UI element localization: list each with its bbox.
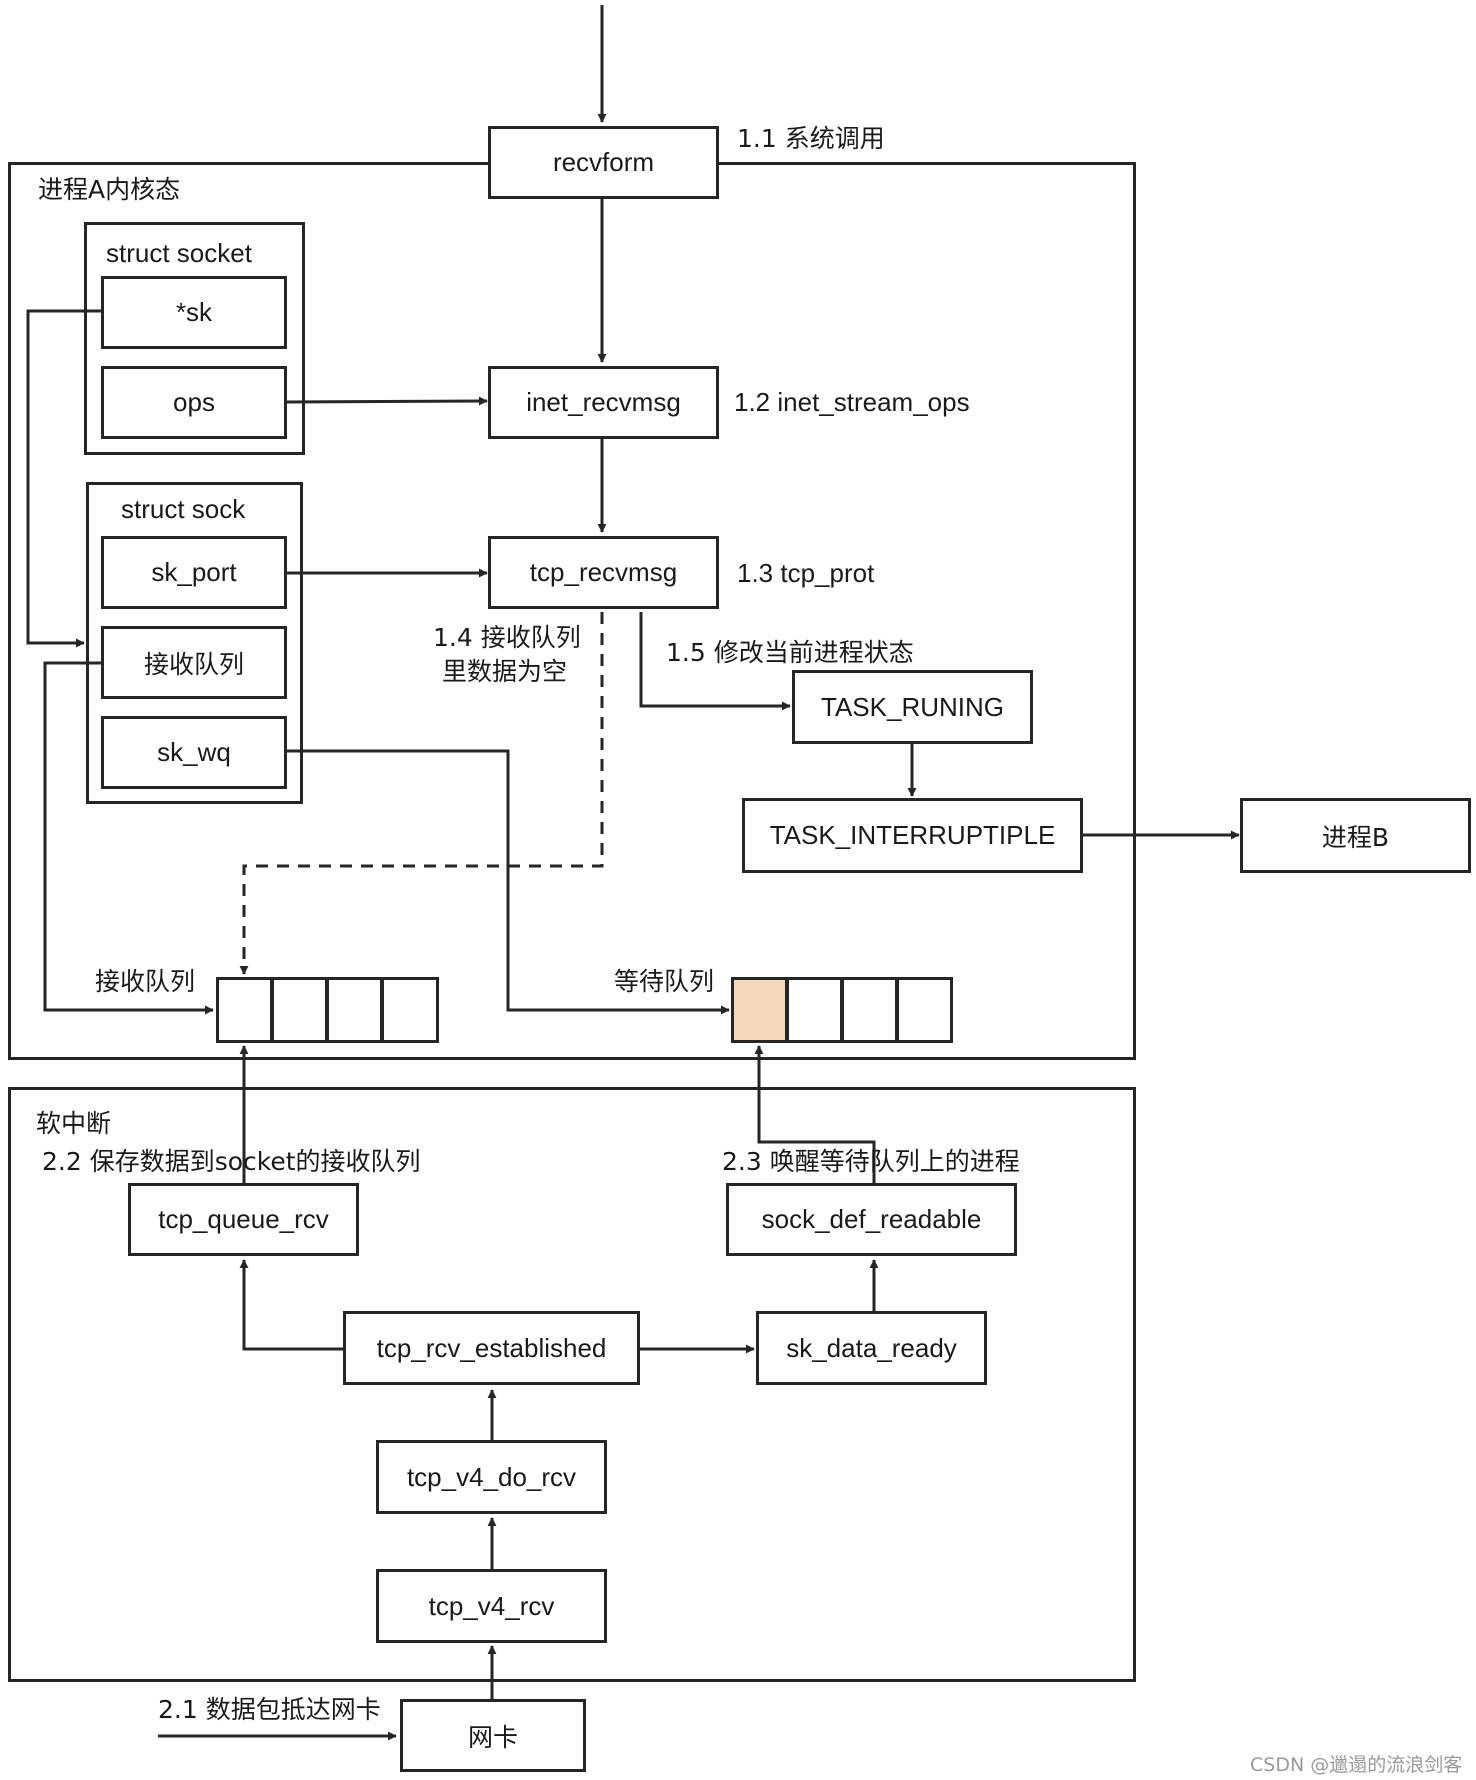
recv-queue-cell xyxy=(271,977,328,1043)
label-1-1-syscall: 1.1 系统调用 xyxy=(737,124,885,153)
arrow-sk-to-queue-field xyxy=(26,309,102,648)
arrow-readable-to-waitqueue xyxy=(754,1045,876,1185)
recv-queue-cell xyxy=(381,977,439,1043)
recv-queue-cell xyxy=(216,977,273,1043)
tcp-v4-rcv-box: tcp_v4_rcv xyxy=(376,1569,607,1643)
process-b-box: 进程B xyxy=(1240,798,1471,873)
arrow-ops-to-inet xyxy=(284,396,488,406)
wait-queue-cell xyxy=(786,977,843,1043)
task-running-box: TASK_RUNING xyxy=(792,670,1033,744)
arrow-tcp-empty-to-recvqueue xyxy=(239,612,604,975)
inet-recvmsg-box: inet_recvmsg xyxy=(488,366,719,439)
tcp-queue-rcv-box: tcp_queue_rcv xyxy=(128,1183,359,1256)
struct-sock-container xyxy=(86,482,303,804)
sk-pointer-box: *sk xyxy=(101,276,287,349)
nic-box: 网卡 xyxy=(400,1699,586,1772)
label-2-2-save-to-queue: 2.2 保存数据到socket的接收队列 xyxy=(42,1147,421,1176)
task-interruptible-box: TASK_INTERRUPTIPLE xyxy=(742,798,1083,873)
label-2-3-wake-process: 2.3 唤醒等待队列上的进程 xyxy=(722,1147,1020,1176)
wait-queue-cell-highlighted xyxy=(731,977,788,1043)
recv-queue-field-box: 接收队列 xyxy=(101,626,287,699)
recvform-box: recvform xyxy=(488,126,719,199)
arrow-skwq-to-waitqueue xyxy=(285,749,730,1015)
label-2-1-packet-arrives: 2.1 数据包抵达网卡 xyxy=(158,1695,381,1724)
sock-def-readable-box: sock_def_readable xyxy=(726,1183,1017,1256)
recv-queue-cell xyxy=(326,977,383,1043)
softirq-region xyxy=(8,1087,1136,1682)
wait-queue-cell xyxy=(896,977,953,1043)
sk-wq-box: sk_wq xyxy=(101,716,287,789)
struct-sock-title: struct sock xyxy=(121,494,246,524)
sk-port-box: sk_port xyxy=(101,536,287,609)
arrow-tcp-to-running xyxy=(639,612,791,711)
label-1-4-line1: 1.4 接收队列 xyxy=(433,623,581,652)
label-1-5-change-state: 1.5 修改当前进程状态 xyxy=(666,638,914,667)
label-1-3-tcp-prot: 1.3 tcp_prot xyxy=(737,558,875,588)
arrow-queuefield-to-recvqueue xyxy=(43,661,214,1015)
label-1-4-line2: 里数据为空 xyxy=(442,657,568,686)
label-1-2-inet-stream-ops: 1.2 inet_stream_ops xyxy=(734,387,970,417)
watermark: CSDN @邋遢的流浪剑客 xyxy=(1250,1754,1463,1776)
ops-box: ops xyxy=(101,366,287,439)
recv-queue-label: 接收队列 xyxy=(95,967,196,996)
sk-data-ready-box: sk_data_ready xyxy=(756,1311,987,1385)
arrow-established-to-queuercv xyxy=(239,1259,345,1351)
struct-socket-container xyxy=(84,222,305,455)
softirq-region-title: 软中断 xyxy=(36,1109,112,1138)
tcp-recvmsg-box: tcp_recvmsg xyxy=(488,536,719,609)
struct-socket-title: struct socket xyxy=(106,238,252,268)
tcp-v4-do-rcv-box: tcp_v4_do_rcv xyxy=(376,1440,607,1514)
kernel-region-title: 进程A内核态 xyxy=(38,175,181,204)
tcp-rcv-established-box: tcp_rcv_established xyxy=(343,1311,640,1385)
wait-queue-label: 等待队列 xyxy=(614,967,715,996)
wait-queue-cell xyxy=(841,977,898,1043)
